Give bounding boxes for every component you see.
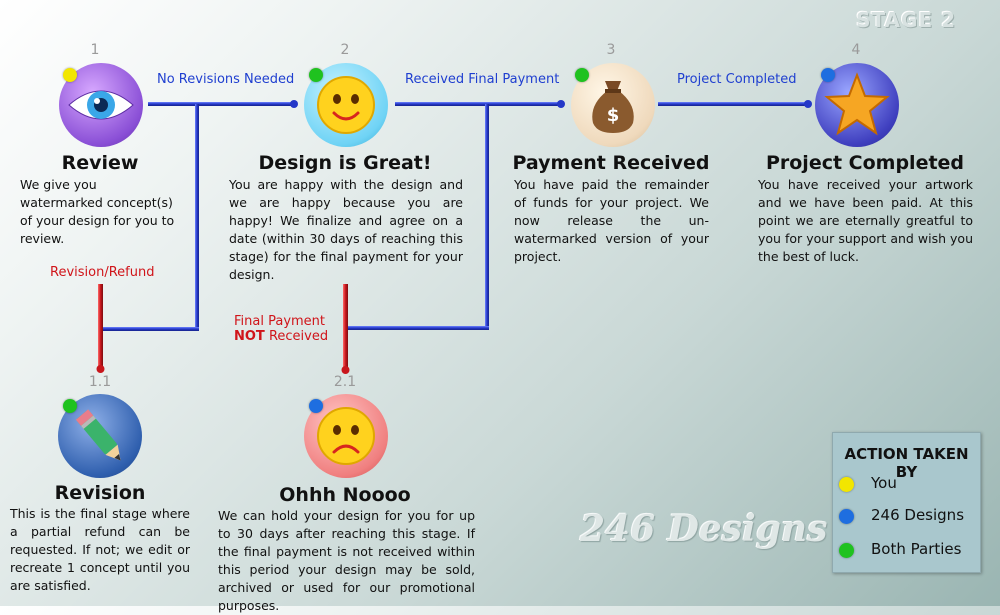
node-4-action-dot (821, 68, 835, 82)
star-icon (824, 72, 890, 136)
node-1-1-action-dot (63, 399, 77, 413)
node-2-1-number: 2.1 (333, 374, 357, 390)
label-not-received: NOT Received (234, 329, 328, 344)
legend-dot-246-designs (839, 509, 854, 524)
node-1-action-dot (63, 68, 77, 82)
legend-label-you: You (871, 474, 897, 492)
node-4-title: Project Completed (765, 152, 965, 174)
connector-2-3 (395, 102, 561, 106)
node-2-title: Design is Great! (258, 152, 432, 174)
node-design-great-badge (304, 63, 388, 147)
no-payment-drop (343, 284, 348, 369)
label-not-word: NOT (234, 329, 265, 344)
connector-3-4 (658, 102, 808, 106)
svg-text:$: $ (607, 105, 620, 126)
money-bag-icon: $ (592, 81, 634, 133)
node-1-1-number: 1.1 (88, 374, 112, 390)
legend-title: ACTION TAKEN BY (844, 445, 969, 481)
brand-watermark: 246 Designs (580, 508, 828, 550)
node-review-badge (59, 63, 143, 147)
node-1-number: 1 (90, 42, 100, 58)
pencil-icon (75, 409, 121, 461)
node-3-number: 3 (606, 42, 616, 58)
label-no-revisions: No Revisions Needed (157, 72, 295, 87)
legend-label-246-designs: 246 Designs (871, 506, 965, 524)
node-2-1-action-dot (309, 399, 323, 413)
node-1-title: Review (61, 152, 139, 174)
node-1-1-description: This is the final stage where a partial … (10, 506, 190, 593)
label-project-completed: Project Completed (677, 72, 797, 87)
connector-1-2 (148, 102, 294, 106)
label-final-payment-not-received: Final Payment NOT Received (234, 314, 328, 344)
node-2-number: 2 (340, 42, 350, 58)
legend-label-both-parties: Both Parties (871, 540, 962, 558)
node-2-description: You are happy with the design and we are… (229, 177, 463, 282)
node-4-description: You have received your artwork and we ha… (758, 177, 973, 264)
label-revision-refund: Revision/Refund (50, 265, 155, 280)
legend-dot-you (839, 477, 854, 492)
node-3-action-dot (575, 68, 589, 82)
legend-dot-both-parties (839, 543, 854, 558)
node-1-description: We give you watermarked concept(s) of yo… (20, 177, 175, 246)
stage-title: STAGE 2 (856, 8, 956, 32)
node-2-1-title: Ohhh Noooo (279, 484, 411, 506)
smiley-happy-icon (317, 76, 375, 134)
node-4-number: 4 (851, 42, 861, 58)
legend: ACTION TAKEN BY You 246 Designs Both Par… (832, 432, 981, 573)
node-2-1-description: We can hold your design for you for up t… (218, 508, 475, 613)
node-1-1-title: Revision (54, 482, 146, 504)
label-final-payment: Final Payment (234, 314, 326, 329)
node-2-action-dot (309, 68, 323, 82)
node-3-description: You have paid the remainder of funds for… (514, 177, 709, 264)
revision-drop (98, 284, 103, 368)
eye-icon (68, 90, 134, 120)
label-received-final-payment: Received Final Payment (405, 72, 560, 87)
smiley-sad-icon (317, 407, 375, 465)
node-3-title: Payment Received (512, 152, 710, 174)
label-received-word: Received (268, 329, 329, 344)
